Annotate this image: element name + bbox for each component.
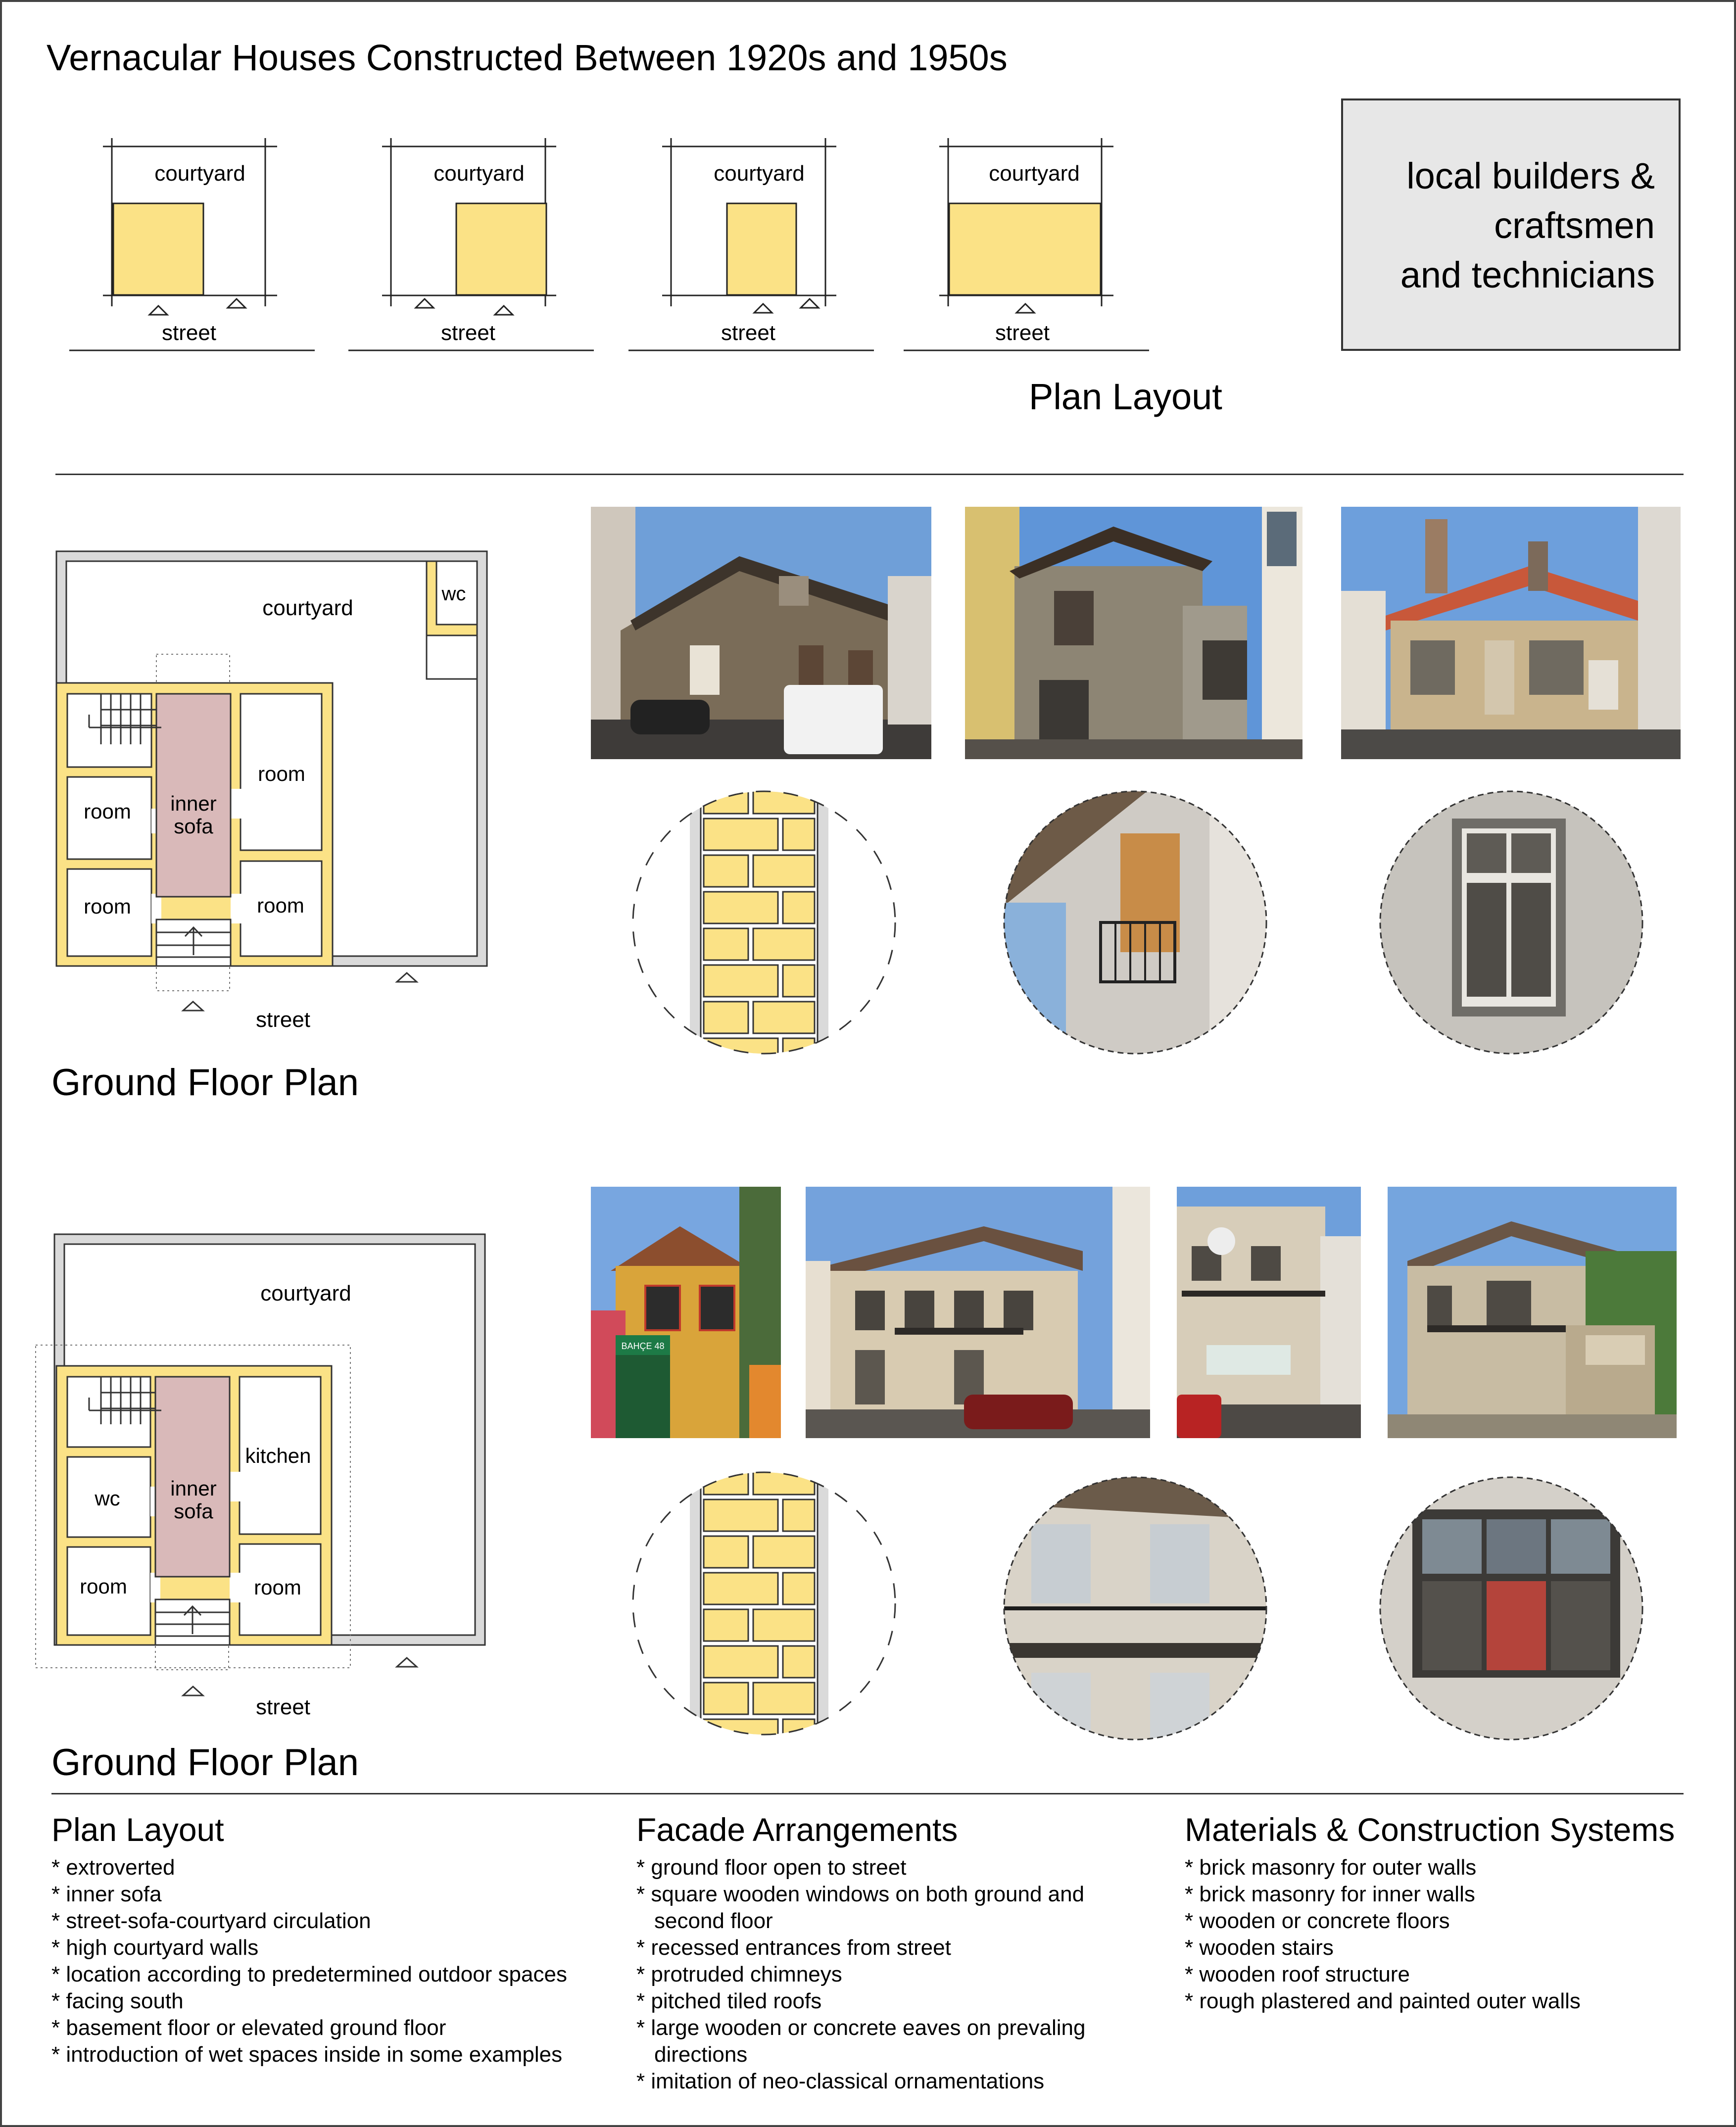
list-item: * inner sofa: [51, 1882, 162, 1906]
list-item: * wooden roof structure: [1185, 1962, 1410, 1986]
list-item: * rough plastered and painted outer wall…: [1185, 1989, 1581, 2013]
window-detail-photo-2: [1379, 1476, 1643, 1740]
ground-floor-plan-2-title: Ground Floor Plan: [51, 1741, 359, 1784]
scheme-4-street: street: [995, 321, 1050, 345]
house-photo-3: [1341, 507, 1681, 759]
facade-column: Facade Arrangements * ground floor open …: [636, 1811, 1085, 2095]
list-item: * square wooden windows on both ground a…: [636, 1882, 1085, 1906]
plan-scheme-4: courtyard street: [904, 138, 1149, 351]
list-item: * introduction of wet spaces inside in s…: [51, 2042, 563, 2067]
plan2-wc: wc: [94, 1487, 120, 1510]
scheme-1-street: street: [162, 321, 216, 345]
plan2-room-d: room: [254, 1576, 301, 1599]
scheme-1-courtyard: courtyard: [154, 161, 245, 186]
balcony-detail-photo-1: [1003, 790, 1267, 1055]
house-photo-7: [1388, 1187, 1677, 1438]
plan-layout-column: Plan Layout * extroverted * inner sofa *…: [51, 1811, 567, 2068]
builders-note-box: local builders & craftsmen and technicia…: [1341, 98, 1681, 351]
plan1-room-d: room: [257, 894, 304, 917]
divider-bottom: [51, 1793, 1684, 1794]
list-item: * imitation of neo-classical ornamentati…: [636, 2069, 1045, 2093]
plan2-kitchen: kitchen: [245, 1444, 311, 1467]
plan2-room-c: room: [80, 1575, 127, 1598]
list-item: * brick masonry for inner walls: [1185, 1882, 1475, 1906]
plan-scheme-2: courtyard street: [348, 138, 594, 351]
ground-floor-plan-2: courtyard kitchen wc room room inner sof…: [35, 1233, 486, 1719]
plan2-courtyard: courtyard: [260, 1281, 351, 1305]
scheme-2-courtyard: courtyard: [434, 161, 524, 186]
page-title: Vernacular Houses Constructed Between 19…: [47, 37, 1008, 78]
house-photo-1: [591, 507, 931, 759]
list-item: * pitched tiled roofs: [636, 1989, 822, 2013]
plan2-sofa-2: sofa: [174, 1499, 213, 1523]
plan-scheme-3: courtyard street: [628, 138, 874, 351]
house-photo-5: [806, 1187, 1150, 1438]
house-photo-6: [1177, 1187, 1361, 1438]
plan1-room-b: room: [84, 800, 131, 823]
note-line-2: craftsmen: [1494, 205, 1655, 246]
note-line-3: and technicians: [1400, 254, 1655, 295]
facade-heading: Facade Arrangements: [636, 1811, 958, 1848]
plan1-room-a: room: [258, 762, 305, 785]
scheme-3-courtyard: courtyard: [714, 161, 804, 186]
list-item: * wooden or concrete floors: [1185, 1909, 1450, 1933]
plan-schemes: courtyard street courtyard street: [69, 138, 1149, 351]
list-item: * street-sofa-courtyard circulation: [51, 1909, 371, 1933]
plan1-street: street: [256, 1008, 310, 1032]
divider-top: [55, 474, 1684, 475]
shop-sign: BAHÇE 48: [621, 1341, 664, 1351]
list-item: * extroverted: [51, 1855, 175, 1880]
plan2-street: street: [256, 1695, 310, 1719]
house-photo-4: BAHÇE 48: [591, 1187, 781, 1438]
list-item: * high courtyard walls: [51, 1935, 259, 1960]
plan-scheme-1: courtyard street: [69, 138, 315, 351]
list-item: * protruded chimneys: [636, 1962, 842, 1986]
brick-wall-detail-2: [632, 1471, 896, 1736]
note-line-1: local builders &: [1406, 155, 1655, 196]
ground-floor-plan-1-title: Ground Floor Plan: [51, 1062, 359, 1104]
plan1-courtyard: courtyard: [262, 596, 353, 620]
house-photo-2: [965, 507, 1302, 759]
plan1-room-c: room: [84, 895, 131, 918]
scheme-4-courtyard: courtyard: [989, 161, 1079, 186]
plan1-sofa-2: sofa: [174, 815, 213, 838]
list-item: * location according to predetermined ou…: [51, 1962, 567, 1986]
plan2-sofa-1: inner: [170, 1477, 216, 1500]
materials-heading: Materials & Construction Systems: [1185, 1811, 1675, 1848]
list-item: * basement floor or elevated ground floo…: [51, 2016, 446, 2040]
plan1-wc: wc: [441, 583, 466, 605]
list-item: * ground floor open to street: [636, 1855, 907, 1880]
scheme-2-street: street: [441, 321, 495, 345]
ground-floor-plan-1: courtyard wc room room room room inner s…: [55, 550, 488, 1032]
list-item: * recessed entrances from street: [636, 1935, 951, 1960]
list-item: * brick masonry for outer walls: [1185, 1855, 1477, 1880]
list-item: * large wooden or concrete eaves on prev…: [636, 2016, 1086, 2040]
list-item: directions: [654, 2042, 748, 2067]
window-detail-photo-1: [1379, 790, 1643, 1055]
scheme-3-street: street: [721, 321, 775, 345]
plan-layout-heading: Plan Layout: [51, 1811, 224, 1848]
list-item: * wooden stairs: [1185, 1935, 1334, 1960]
brick-wall-detail-1: [632, 790, 896, 1055]
list-item: second floor: [654, 1909, 773, 1933]
materials-column: Materials & Construction Systems * brick…: [1185, 1811, 1675, 2015]
plan1-sofa-1: inner: [170, 792, 216, 815]
balcony-detail-photo-2: [1003, 1476, 1267, 1740]
list-item: * facing south: [51, 1989, 184, 2013]
plan-layout-caption: Plan Layout: [1029, 376, 1222, 417]
